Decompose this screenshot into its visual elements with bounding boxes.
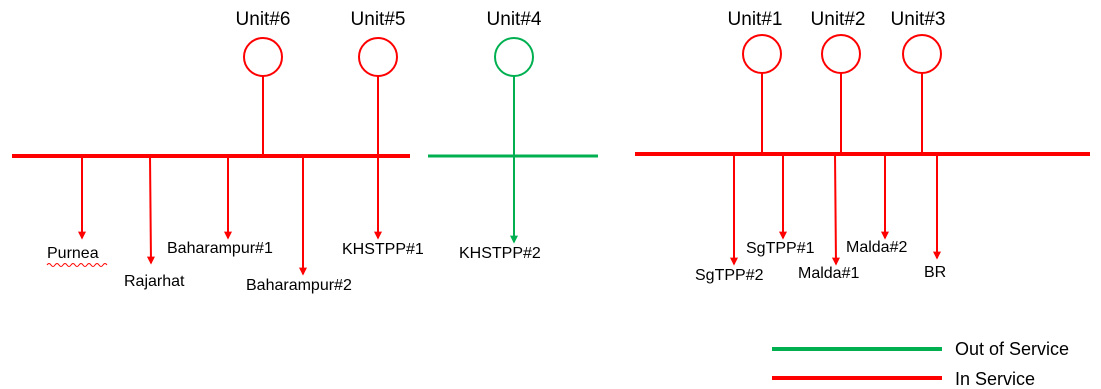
feeder-malda-1-label: Malda#1 bbox=[798, 265, 859, 282]
unit-6-generator-icon bbox=[243, 37, 283, 77]
generator-unit-6: Unit#6 bbox=[236, 9, 291, 156]
legend: Out of Service In Service bbox=[772, 339, 1069, 389]
unit-3-generator-icon bbox=[902, 34, 942, 74]
unit-3-label: Unit#3 bbox=[891, 9, 946, 30]
unit-1-label: Unit#1 bbox=[728, 9, 783, 30]
legend-out-of-service-label: Out of Service bbox=[955, 339, 1069, 359]
generator-unit-5: Unit#5 bbox=[351, 9, 406, 156]
generator-unit-2: Unit#2 bbox=[811, 9, 866, 154]
unit-4-label: Unit#4 bbox=[487, 9, 542, 30]
unit-4-generator-icon bbox=[494, 37, 534, 77]
feeder-malda-1-arrow bbox=[831, 153, 840, 266]
unit-2-generator-icon bbox=[821, 34, 861, 74]
unit-5-generator-icon bbox=[358, 37, 398, 77]
unit-2-label: Unit#2 bbox=[811, 9, 866, 30]
unit-5-label: Unit#5 bbox=[351, 9, 406, 30]
feeder-purnea-label: Purnea bbox=[47, 245, 99, 262]
feeder-rajarhat-arrow bbox=[146, 155, 155, 265]
legend-in-service-label: In Service bbox=[955, 369, 1035, 389]
left-bus-group: Unit#6 Unit#5 Purnea Rajarhat Baharampur… bbox=[12, 9, 424, 294]
feeder-sgtpp-1-label: SgTPP#1 bbox=[746, 240, 815, 257]
feeder-baharampur-2-label: Baharampur#2 bbox=[246, 277, 352, 294]
unit-6-label: Unit#6 bbox=[236, 9, 291, 30]
feeder-khstpp-2-label: KHSTPP#2 bbox=[459, 245, 541, 262]
generator-unit-4: Unit#4 bbox=[487, 9, 542, 156]
feeder-sgtpp-2-label: SgTPP#2 bbox=[695, 267, 764, 284]
feeder-br-label: BR bbox=[924, 264, 946, 281]
right-bus-group: Unit#1 Unit#2 Unit#3 SgTPP#2 SgTPP#1 Mal… bbox=[635, 9, 1090, 284]
unit-1-generator-icon bbox=[742, 34, 782, 74]
spellcheck-underline bbox=[46, 263, 108, 267]
feeder-rajarhat-label: Rajarhat bbox=[124, 273, 185, 290]
generator-unit-3: Unit#3 bbox=[891, 9, 946, 154]
generator-unit-1: Unit#1 bbox=[728, 9, 783, 154]
feeder-khstpp-1-label: KHSTPP#1 bbox=[342, 241, 424, 258]
feeder-malda-2-label: Malda#2 bbox=[846, 239, 907, 256]
feeder-baharampur-1-label: Baharampur#1 bbox=[167, 240, 273, 257]
middle-bus-group: Unit#4 KHSTPP#2 bbox=[428, 9, 598, 262]
